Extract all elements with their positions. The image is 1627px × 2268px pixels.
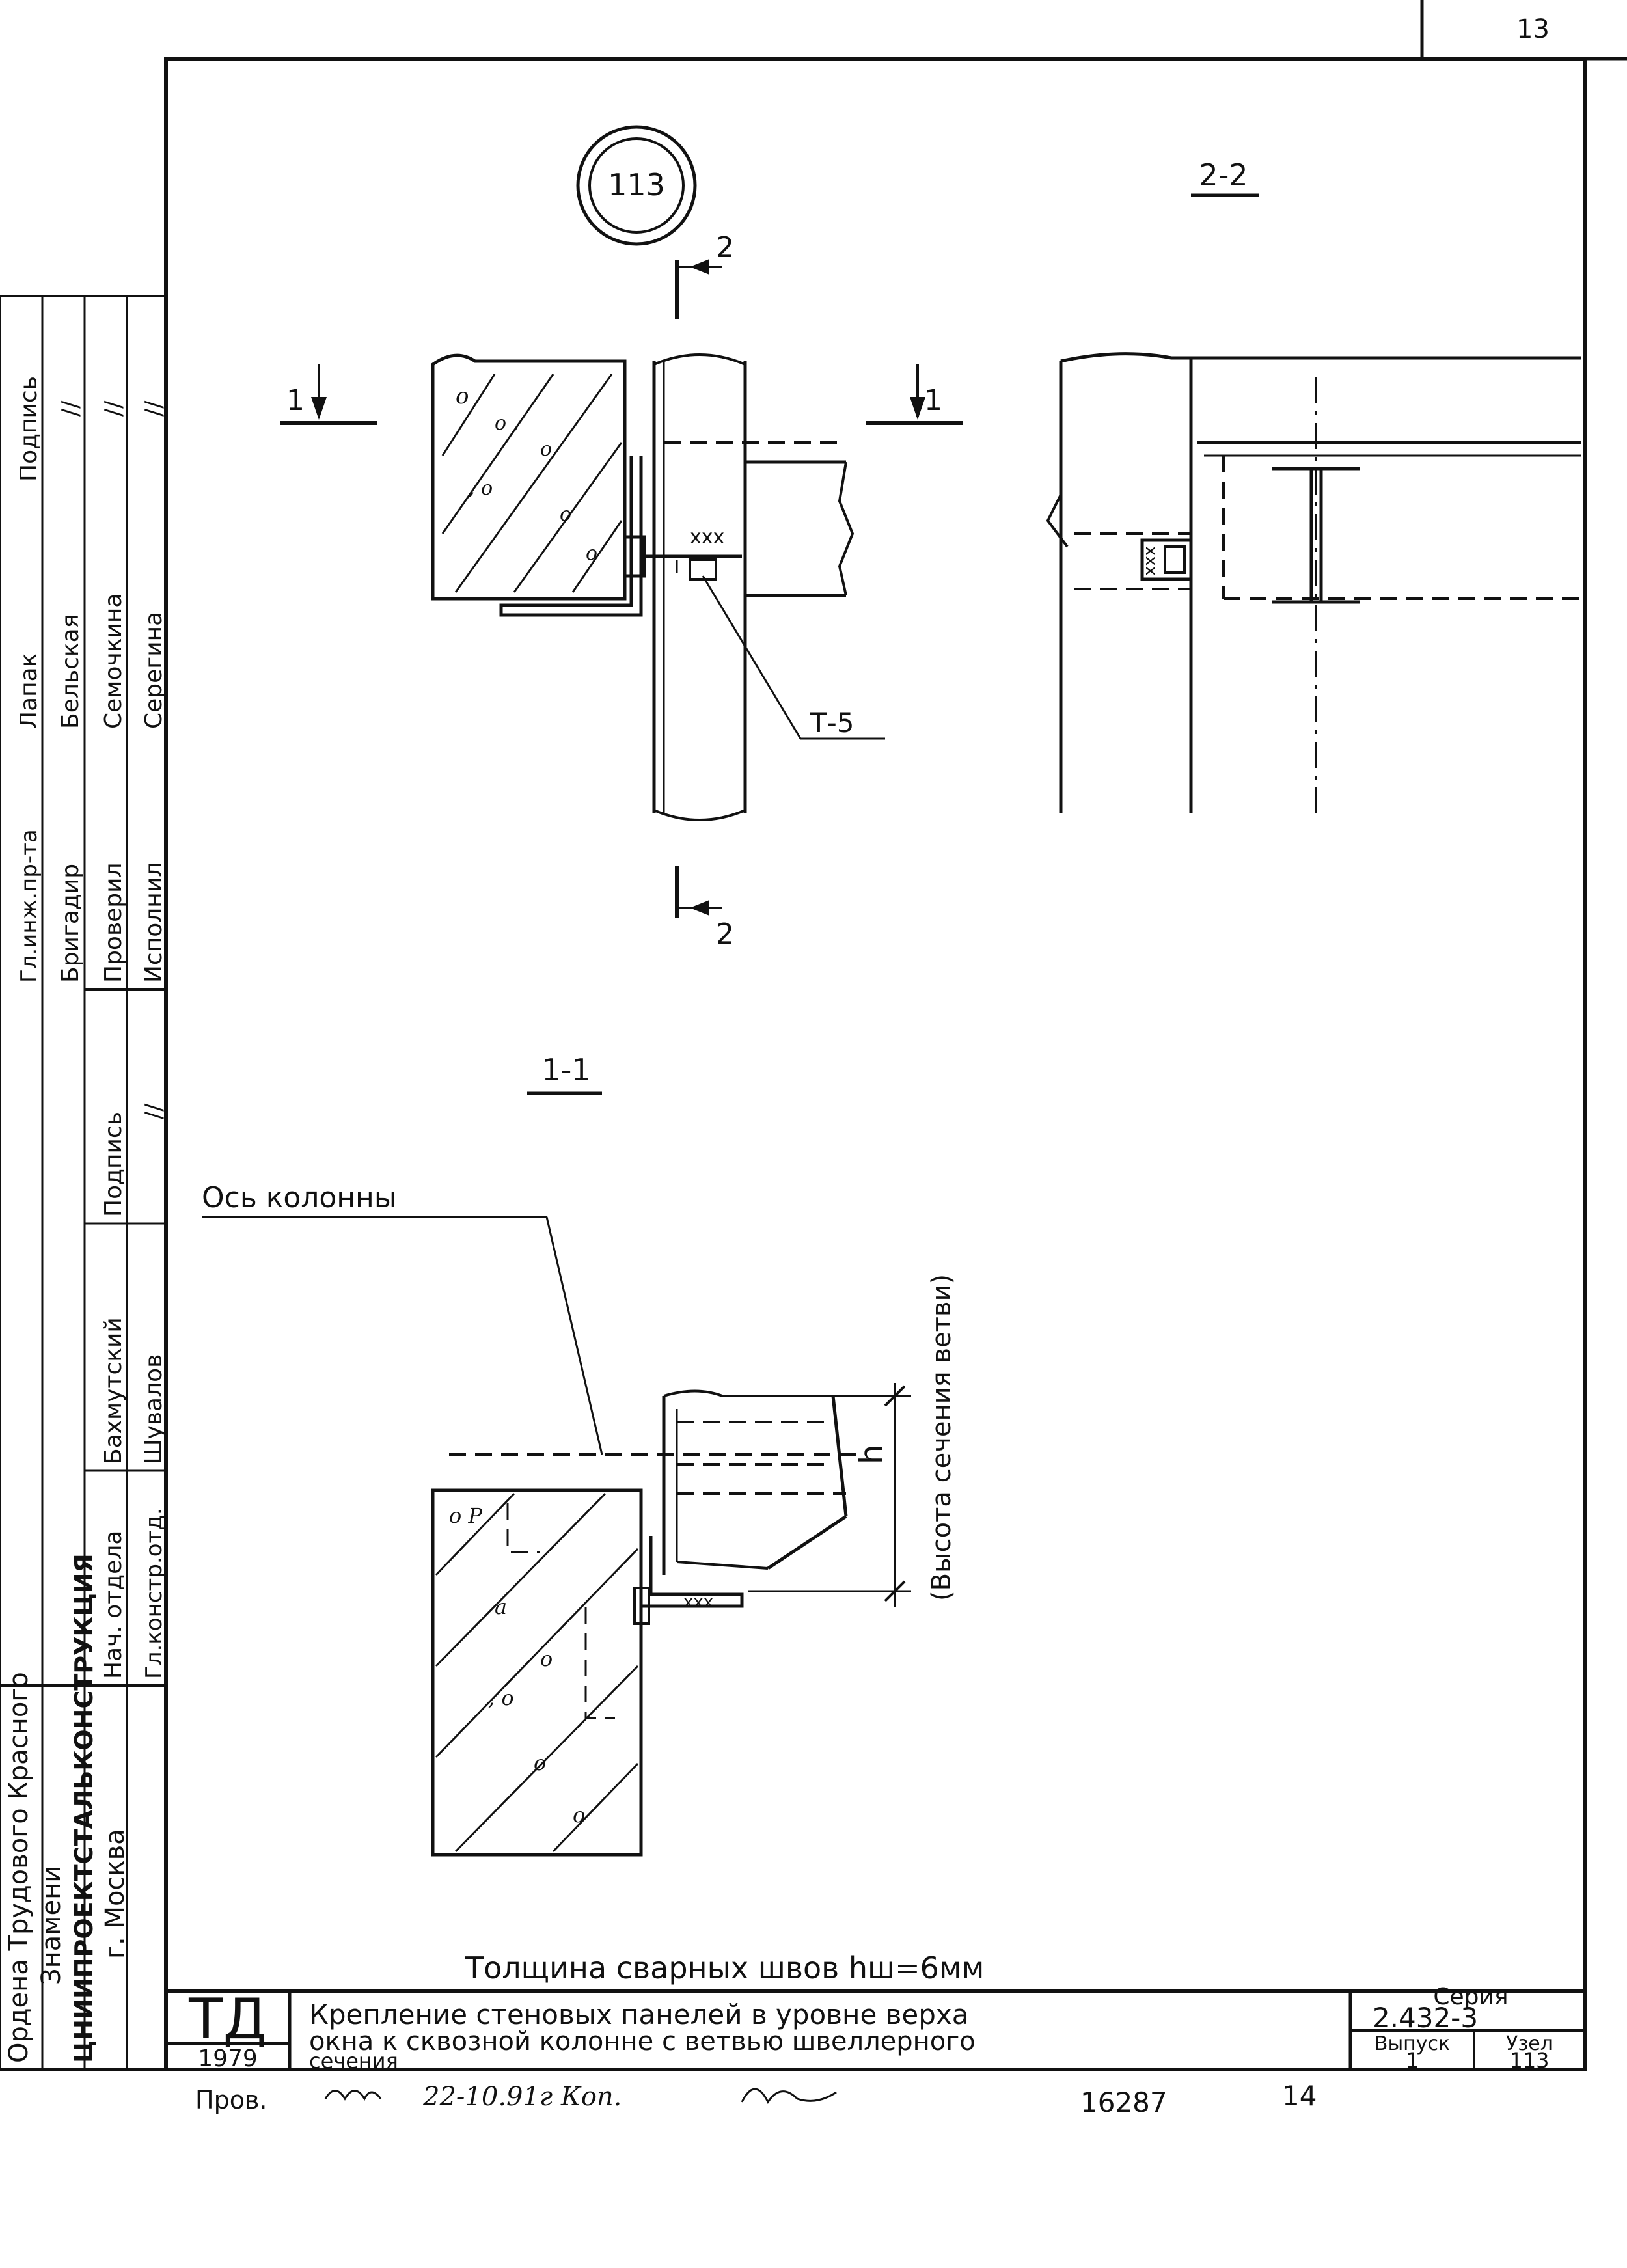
section-2-2-title: 2-2 [1199, 157, 1248, 193]
section-2-top-label: 2 [716, 231, 734, 264]
stamp-sign-shuvalov: // [141, 1103, 167, 1119]
section-1-right-label: 1 [924, 384, 942, 417]
org-line-4: г. Москва [100, 1829, 130, 1959]
svg-text:a: a [495, 1594, 507, 1619]
svg-text:, o: , o [469, 477, 493, 500]
stamp-role-proveril: Проверил [100, 862, 127, 983]
section-1-1-title: 1-1 [541, 1052, 590, 1087]
title-line-3: сечения [309, 2049, 398, 2073]
svg-text:o: o [540, 438, 552, 461]
drawing-frame [164, 0, 1627, 2071]
title-line-2: окна к сквозной колонне с ветвью швеллер… [309, 2027, 976, 2056]
node-circle [576, 125, 697, 246]
svg-text:o: o [560, 503, 571, 526]
title-logo: ТД [188, 1987, 267, 2052]
svg-text:o: o [456, 383, 469, 409]
stamp-role-nach-otdela: Нач. отдела [100, 1531, 127, 1679]
issue-label: Выпуск [1374, 2032, 1450, 2055]
footer-sheet: 14 [1282, 2080, 1317, 2112]
stamp-name-shuvalov: Шувалов [141, 1354, 167, 1464]
stamp-role-gl-inzh: Гл.инж.пр-та [16, 829, 42, 983]
part-label: Т-5 [810, 707, 855, 739]
svg-text:o: o [540, 1646, 553, 1671]
stamp-name-lapak: Лапак [16, 653, 42, 729]
section-2-2-view [1046, 352, 1581, 813]
title-line-1: Крепление стеновых панелей в уровне верх… [309, 1999, 968, 2030]
svg-text:o: o [573, 1803, 585, 1827]
section-2-bottom-label: 2 [716, 918, 734, 951]
svg-text:o: o [586, 542, 597, 565]
stamp-sign-header: Подпись [100, 1112, 127, 1217]
stamp-name-semochkina: Семочкина [100, 594, 127, 729]
node-label: Узел [1506, 2032, 1553, 2055]
title-year: 1979 [198, 2045, 258, 2072]
svg-text:o ,: o , [495, 412, 519, 435]
side-stamp [0, 295, 167, 2071]
section-1-1-view: o P a o , o o o ххх [431, 1383, 911, 1857]
node-circle-number: 113 [608, 167, 665, 202]
stamp-name-belskaya: Бельская [57, 614, 84, 729]
column-axis-label: Ось колонны [202, 1181, 397, 1214]
svg-text:ххх: ххх [683, 1592, 713, 1612]
stamp-role-brigadir: Бригадир [57, 864, 84, 983]
stamp-role-gl-konstr: Гл.констр.отд. [141, 1508, 167, 1679]
svg-text:, o: , o [488, 1686, 514, 1710]
org-line-3: ЦНИИПРОЕКТСТАЛЬКОНСТРУКЦИЯ [70, 1553, 98, 2063]
part-leader-line [702, 575, 802, 739]
footer-handwritten: 22-10.91г Коп. [422, 2082, 622, 2112]
series-label: Серия [1433, 1984, 1508, 2010]
issue-value: 1 [1406, 2048, 1419, 2073]
org-line-1: Ордена Трудового Красного [4, 1672, 34, 2063]
plan-view: o o , o , o o o [280, 259, 963, 918]
svg-text:o P: o P [449, 1503, 482, 1528]
stamp-role-ispolnil: Исполнил [141, 862, 167, 983]
stamp-sign-seregina: // [141, 400, 167, 417]
title-block [166, 1989, 1585, 2070]
stamp-name-seregina: Серегина [141, 612, 167, 729]
stamp-sign-lapak: Подпись [16, 376, 42, 482]
dimension-note: (Высота сечения ветви) [927, 1274, 957, 1601]
handwritten-signature [324, 2088, 837, 2104]
page-number: 13 [1516, 14, 1550, 44]
plan-weld-marks: ххх [690, 526, 724, 549]
section-2-2-weld-marks: ххх [1140, 546, 1160, 576]
footer-doc-number: 16287 [1080, 2086, 1168, 2118]
footer-checked-label: Пров. [195, 2086, 267, 2114]
section-1-left-label: 1 [286, 384, 305, 417]
stamp-name-bakhmutsky: Бахмутский [100, 1317, 127, 1464]
org-line-2: Знамени [36, 1866, 66, 1985]
stamp-sign-belskaya: // [57, 400, 84, 417]
node-value: 113 [1509, 2048, 1549, 2073]
svg-text:o: o [534, 1751, 546, 1775]
stamp-sign-semochkina: // [100, 400, 127, 417]
weld-thickness-note: Толщина сварных швов hш=6мм [465, 1950, 984, 1986]
series-value: 2.432-3 [1373, 2002, 1478, 2034]
dimension-h: h [853, 1445, 890, 1464]
